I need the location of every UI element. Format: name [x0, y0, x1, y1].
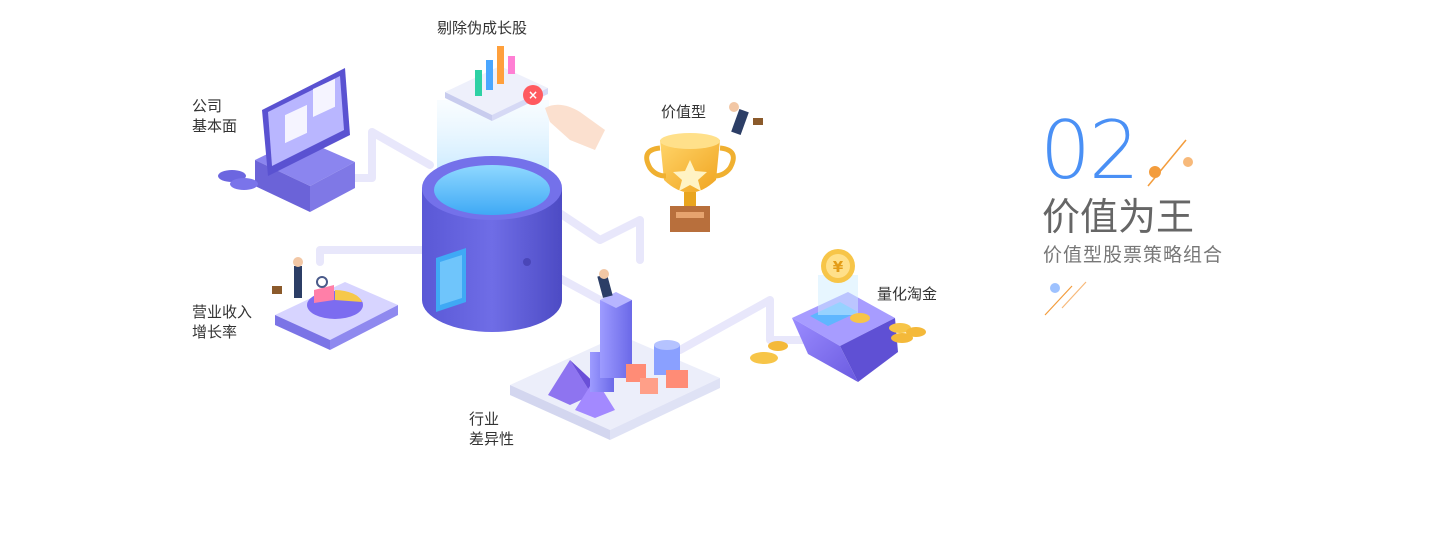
- label-industry-line1: 行业: [469, 410, 500, 428]
- svg-text:×: ×: [528, 88, 538, 102]
- label-remove-fake-growth: 剔除伪成长股: [437, 19, 528, 37]
- label-value-type: 价值型: [661, 103, 707, 121]
- section-subtitle: 价值型股票策略组合: [1043, 244, 1224, 266]
- label-revenue-line1: 营业收入: [192, 303, 253, 321]
- section-heading: 02 价值为王 价值型股票策略组合: [1040, 108, 1300, 348]
- label-company-line1: 公司: [192, 97, 223, 115]
- industry-blocks-icon: [510, 269, 720, 440]
- label-company-line2: 基本面: [192, 117, 238, 135]
- coin-symbol: ¥: [833, 258, 844, 276]
- label-industry-line2: 差异性: [469, 430, 515, 448]
- label-quant-gold: 量化淘金: [877, 285, 938, 303]
- data-cylinder-icon: [422, 100, 562, 332]
- gold-machine-icon: ¥: [750, 249, 926, 382]
- trophy-icon: [644, 102, 763, 232]
- decorative-lines-icon: [1044, 139, 1193, 316]
- pie-chart-platform-icon: [272, 257, 398, 350]
- bar-chart-card-icon: ×: [445, 46, 605, 150]
- computer-icon: [218, 68, 355, 212]
- section-title: 价值为王: [1042, 195, 1195, 239]
- label-revenue-line2: 增长率: [192, 323, 238, 341]
- section-number: 02: [1040, 104, 1140, 197]
